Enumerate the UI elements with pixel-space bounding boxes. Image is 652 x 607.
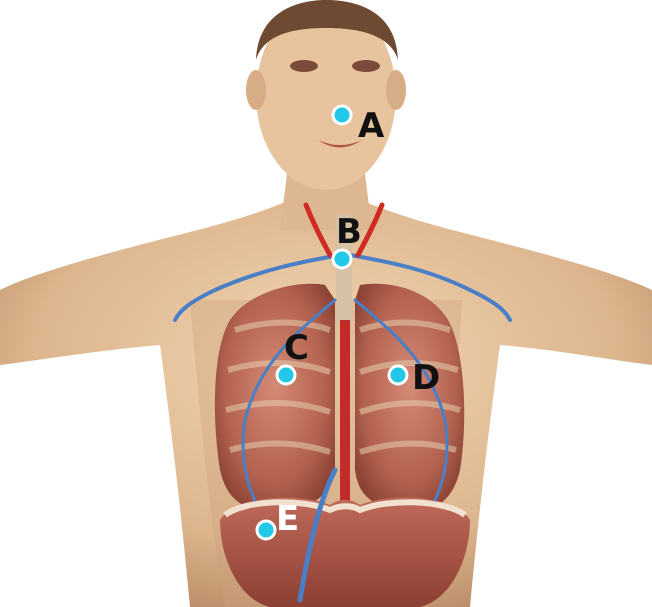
marker-label-a: A bbox=[358, 106, 385, 146]
left-eye bbox=[290, 60, 318, 72]
right-eye bbox=[352, 60, 380, 72]
marker-dot-c bbox=[277, 366, 295, 384]
right-ear bbox=[386, 70, 406, 110]
left-ear bbox=[246, 70, 266, 110]
marker-label-d: D bbox=[412, 358, 440, 398]
right-lung bbox=[215, 284, 335, 511]
marker-dot-e bbox=[257, 521, 275, 539]
marker-dot-b bbox=[333, 250, 351, 268]
marker-label-c: C bbox=[284, 328, 309, 368]
marker-dot-d bbox=[389, 366, 407, 384]
marker-label-b: B bbox=[336, 212, 362, 252]
marker-dot-a bbox=[333, 106, 351, 124]
diaphragm bbox=[220, 497, 470, 607]
marker-label-e: E bbox=[276, 499, 299, 539]
